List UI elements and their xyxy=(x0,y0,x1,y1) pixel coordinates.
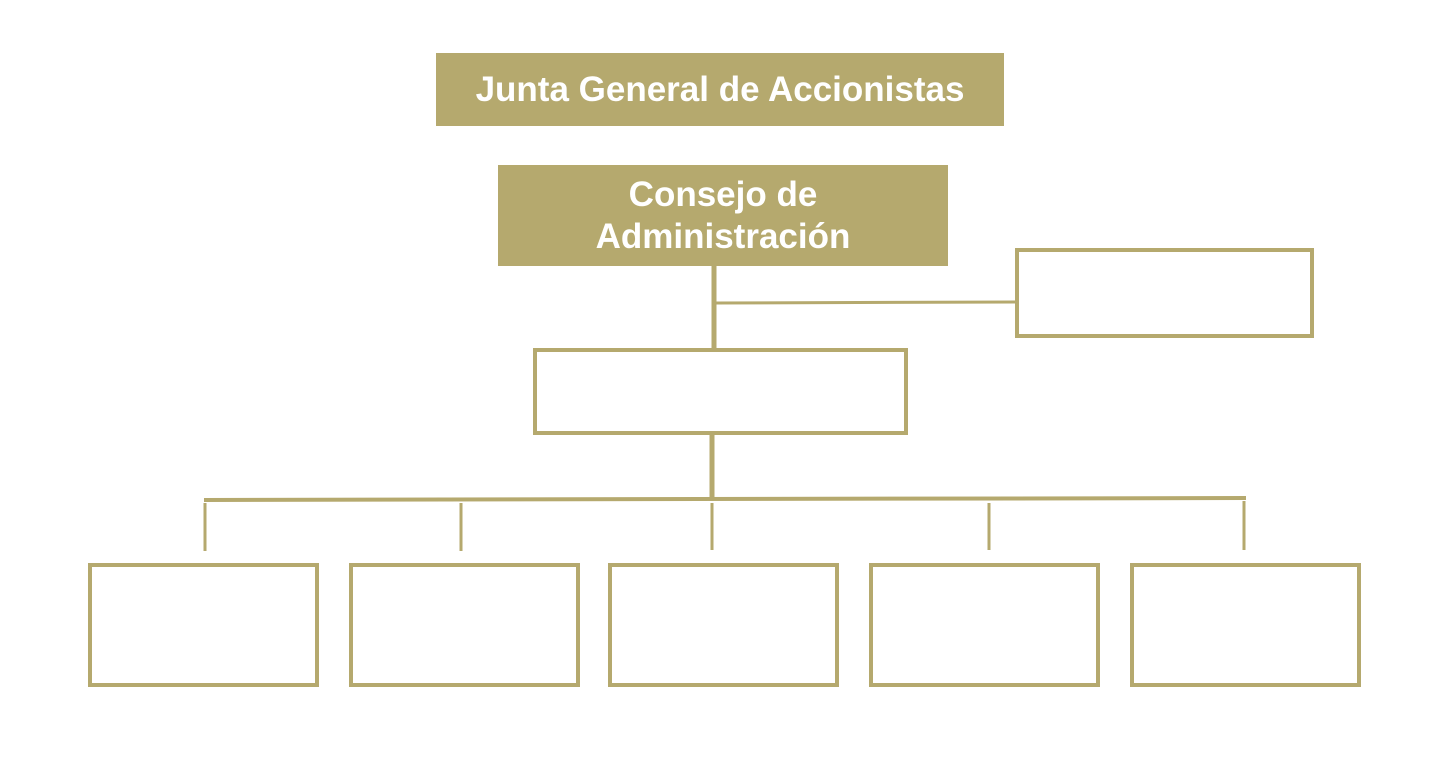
connector-horizontal-bus xyxy=(203,496,1247,502)
node-bottom-4 xyxy=(869,563,1100,687)
node-bottom-3 xyxy=(608,563,839,687)
node-bottom-2 xyxy=(349,563,580,687)
node-bottom-5 xyxy=(1130,563,1361,687)
node-junta-general: Junta General de Accionistas xyxy=(436,53,1004,126)
connector-to-side-node xyxy=(715,300,1018,305)
node-consejo-line1: Consejo de xyxy=(628,174,818,214)
node-bottom-1 xyxy=(88,563,319,687)
node-middle-empty xyxy=(533,348,908,435)
node-junta-general-label: Junta General de Accionistas xyxy=(475,69,965,109)
node-consejo-administracion: Consejo de Administración xyxy=(498,165,948,266)
node-consejo-line2: Administración xyxy=(595,216,851,256)
node-side-empty xyxy=(1015,248,1314,338)
